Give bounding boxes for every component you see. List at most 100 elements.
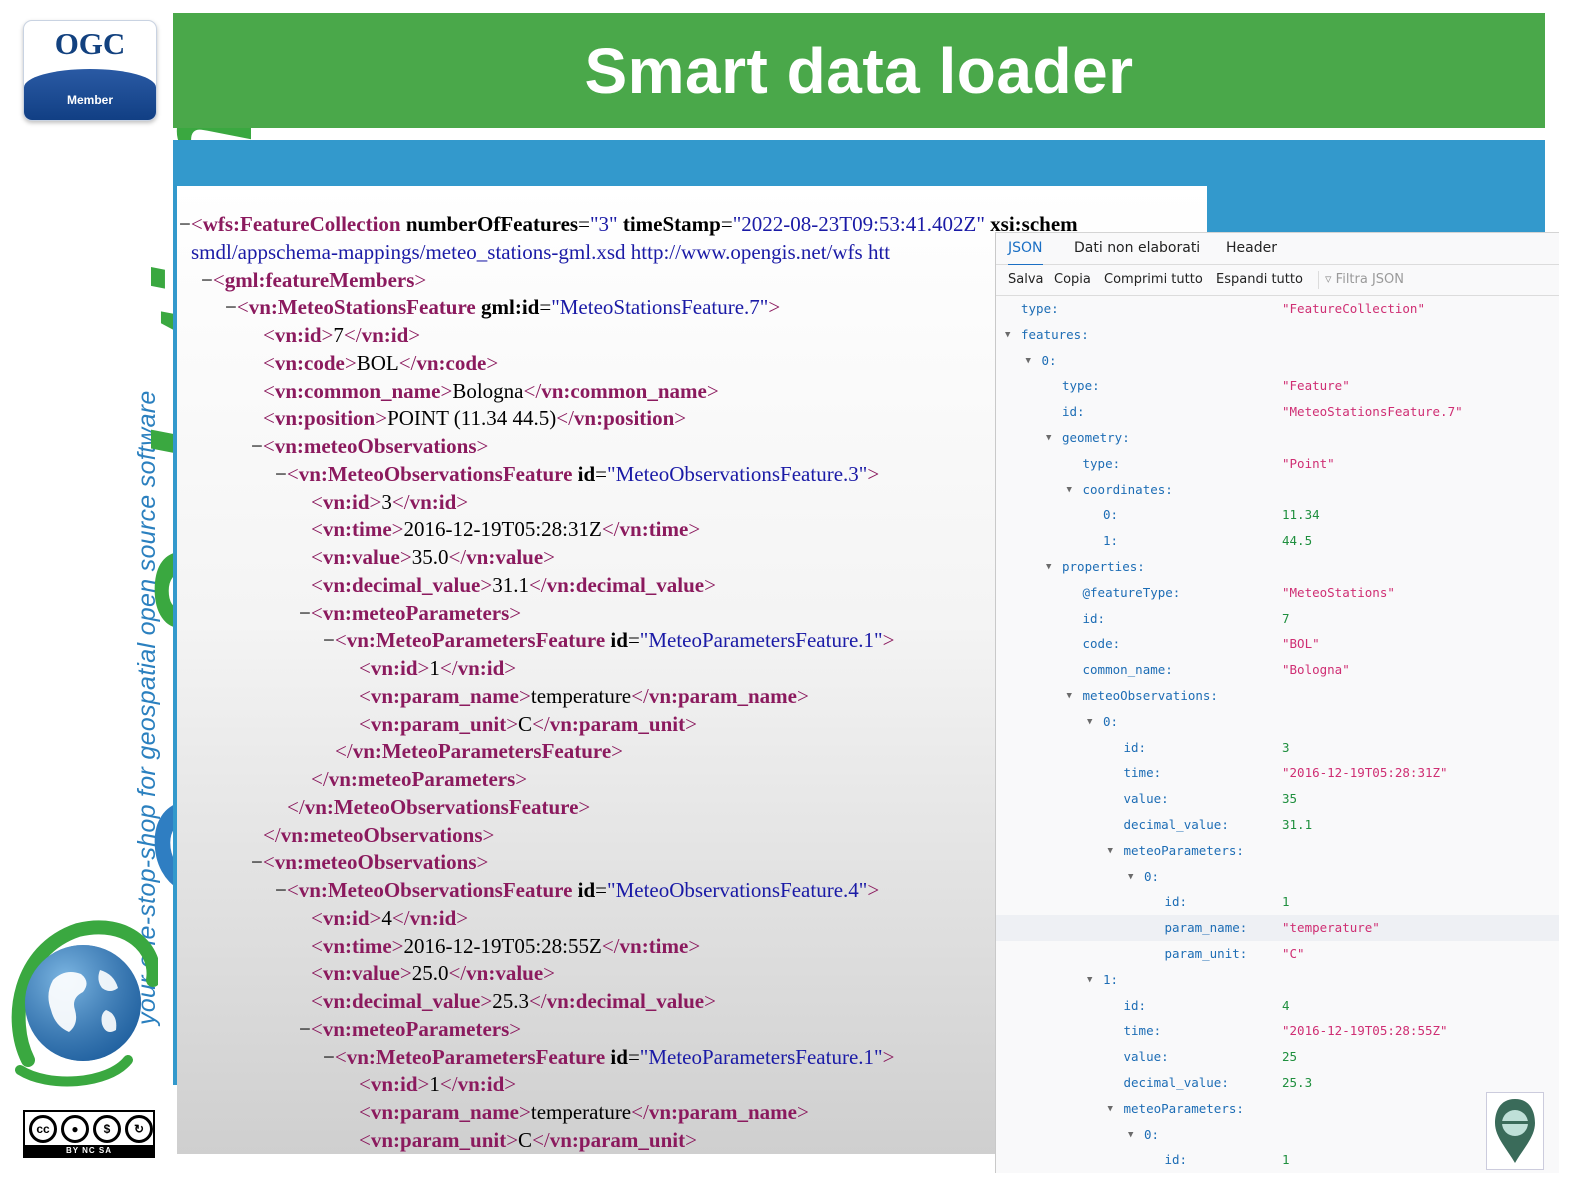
xml-token: vn:id <box>274 323 322 347</box>
expand-toggle-icon[interactable]: ▼ <box>1005 329 1011 340</box>
xml-token[interactable]: − <box>299 1016 311 1041</box>
xml-token: vn:decimal_value <box>322 572 481 597</box>
xml-token: BOL <box>356 350 399 375</box>
tab-headers[interactable]: Header <box>1226 240 1277 256</box>
expand-toggle-icon[interactable]: ▼ <box>1087 974 1093 985</box>
xml-token: vn:value <box>466 961 544 986</box>
json-viewer-toolbar: Salva Copia Comprimi tutto Espandi tutto… <box>996 265 1559 296</box>
expand-toggle-icon[interactable]: ▼ <box>1046 433 1052 443</box>
xml-line: <vn:decimal_value>31.1</vn:decimal_value… <box>311 571 716 599</box>
json-row[interactable]: ▼geometry: <box>996 425 1559 451</box>
xml-token[interactable]: − <box>179 212 191 236</box>
xml-token[interactable]: − <box>323 628 335 653</box>
json-key: features: <box>1021 326 1089 342</box>
xml-line: <vn:time>2016-12-19T05:28:55Z</vn:time> <box>311 932 700 960</box>
json-value: "Feature" <box>1282 378 1350 394</box>
json-value: "C" <box>1282 946 1305 961</box>
xml-line: <vn:id>1</vn:id> <box>359 1070 516 1098</box>
xml-token: Bologna <box>452 378 524 403</box>
xml-line: −<vn:meteoObservations> <box>251 432 488 460</box>
xml-token: > <box>704 572 716 597</box>
json-value: 1 <box>1282 1152 1290 1168</box>
xml-token: > <box>867 878 880 902</box>
xml-token: > <box>685 711 697 736</box>
xml-token: vn:id <box>370 1072 418 1097</box>
xml-token: vn:code <box>274 350 345 375</box>
filter-json-input[interactable]: ▿ Filtra JSON <box>1318 271 1404 289</box>
tab-json[interactable]: JSON <box>1008 233 1043 266</box>
xml-token[interactable]: − <box>225 295 237 320</box>
collapse-all-button[interactable]: Comprimi tutto <box>1104 272 1203 287</box>
expand-toggle-icon[interactable]: ▼ <box>1066 484 1072 495</box>
json-row: time:"2016-12-19T05:28:31Z" <box>996 760 1559 786</box>
expand-toggle-icon[interactable]: ▼ <box>1025 355 1031 366</box>
expand-toggle-icon[interactable]: ▼ <box>1066 691 1072 701</box>
xml-token: vn:value <box>322 961 400 986</box>
xml-token[interactable]: − <box>275 878 287 902</box>
save-button[interactable]: Salva <box>1008 272 1044 287</box>
json-row[interactable]: ▼0: <box>996 709 1559 735</box>
expand-toggle-icon[interactable]: ▼ <box>1107 845 1113 856</box>
xml-line: <vn:param_name>temperature</vn:param_nam… <box>359 682 809 710</box>
expand-toggle-icon[interactable]: ▼ <box>1107 1103 1113 1114</box>
xml-token: </ <box>335 739 353 764</box>
xml-token: > <box>706 378 719 403</box>
json-row[interactable]: ▼meteoParameters: <box>996 1096 1559 1122</box>
json-key: decimal_value: <box>1123 817 1229 832</box>
json-row[interactable]: ▼0: <box>996 348 1559 374</box>
xml-token: > <box>578 794 591 819</box>
xml-token: "MeteoStationsFeature.7" <box>551 295 769 320</box>
json-row: id:1 <box>996 889 1559 915</box>
json-row[interactable]: ▼0: <box>996 864 1559 890</box>
xml-token: > <box>611 739 624 764</box>
expand-toggle-icon[interactable]: ▼ <box>1046 562 1052 572</box>
xml-token: > <box>417 1072 430 1097</box>
expand-all-button[interactable]: Espandi tutto <box>1216 272 1303 287</box>
xml-token: > <box>882 1044 895 1069</box>
tab-raw-data[interactable]: Dati non elaborati <box>1074 240 1201 256</box>
json-row: value:25 <box>996 1044 1559 1070</box>
xml-token[interactable]: − <box>251 434 263 458</box>
xml-line: <vn:id>1</vn:id> <box>359 654 516 682</box>
xml-token[interactable]: − <box>201 267 213 292</box>
json-row[interactable]: ▼meteoObservations: <box>996 683 1559 709</box>
json-key: meteoParameters: <box>1123 842 1244 858</box>
xml-token[interactable]: − <box>251 850 263 875</box>
xml-token: id <box>577 461 596 486</box>
xml-token: vn:MeteoStationsFeature <box>248 295 476 320</box>
expand-toggle-icon[interactable]: ▼ <box>1128 871 1134 882</box>
copy-button[interactable]: Copia <box>1054 272 1091 287</box>
xml-token: </ <box>601 933 620 958</box>
json-value: "BOL" <box>1282 636 1320 652</box>
json-row: id:4 <box>996 993 1559 1019</box>
xml-token: vn:decimal_value <box>546 572 705 597</box>
json-row[interactable]: ▼ features: <box>996 322 1559 348</box>
json-row[interactable]: ▼coordinates: <box>996 477 1559 503</box>
xml-token: numberOfFeatures <box>405 212 579 236</box>
xml-token: "MeteoObservationsFeature.4" <box>607 878 868 902</box>
expand-toggle-icon[interactable]: ▼ <box>1087 716 1093 727</box>
expand-toggle-icon[interactable]: ▼ <box>1128 1129 1134 1140</box>
json-row: type:"Feature" <box>996 373 1559 399</box>
json-row[interactable]: ▼ meteoParameters: <box>996 838 1559 864</box>
json-row[interactable]: ▼properties: <box>996 554 1559 580</box>
json-key: 0: <box>1103 507 1119 523</box>
xml-token[interactable]: − <box>299 600 311 625</box>
xml-token: </ <box>398 350 417 375</box>
xml-token: = <box>539 295 552 320</box>
xml-token: > <box>417 656 430 680</box>
xml-token: > <box>456 489 469 514</box>
xml-token: > <box>704 989 716 1013</box>
xml-token: vn:param_unit <box>549 1127 686 1152</box>
xml-token[interactable]: − <box>275 461 287 486</box>
xml-token[interactable]: − <box>323 1044 335 1069</box>
json-row[interactable]: ▼1: <box>996 967 1559 993</box>
xml-token: </ <box>391 905 410 930</box>
json-row[interactable]: ▼0: <box>996 1122 1559 1148</box>
xml-line: −<vn:MeteoParametersFeature id="MeteoPar… <box>323 1043 894 1071</box>
xml-token: </ <box>343 323 362 347</box>
slide-title: Smart data loader <box>584 34 1134 107</box>
xml-token: < <box>359 683 371 708</box>
xml-token: > <box>480 572 493 597</box>
xml-token: 1 <box>429 656 440 680</box>
